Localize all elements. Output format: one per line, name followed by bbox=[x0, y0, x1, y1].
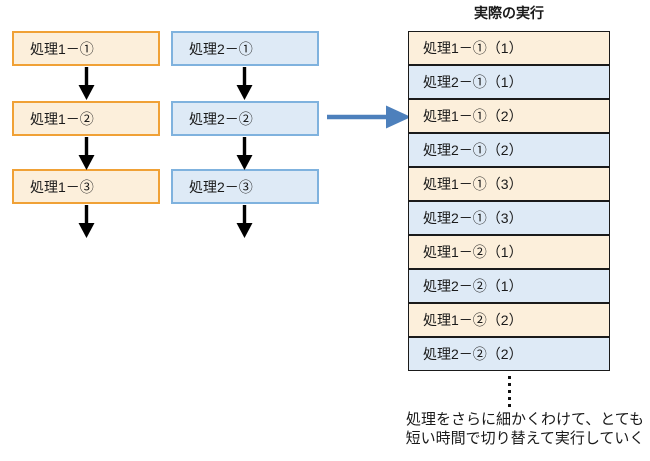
execution-row: 処理2－①（2） bbox=[408, 133, 610, 167]
execution-row: 処理1－①（3） bbox=[408, 167, 610, 201]
execution-row-label: 処理2－①（2） bbox=[423, 142, 523, 158]
execution-row-label: 処理2－②（1） bbox=[423, 278, 523, 294]
down-arrow-icon bbox=[236, 67, 253, 100]
flow-box-label: 処理1－② bbox=[30, 110, 94, 127]
caption-line1: 処理をさらに細かくわけて、とても bbox=[405, 411, 645, 428]
execution-row-label: 処理2－②（2） bbox=[423, 346, 523, 362]
flow-box-process1-step2: 処理1－② bbox=[12, 101, 160, 136]
flow-box-process2-step1: 処理2－① bbox=[171, 31, 319, 66]
right-arrow-icon bbox=[327, 105, 411, 129]
down-arrow-icon bbox=[78, 137, 95, 170]
down-arrow-icon bbox=[236, 205, 253, 238]
execution-row: 処理2－①（1） bbox=[408, 65, 610, 99]
vertical-dots-icon bbox=[508, 376, 511, 407]
down-arrow-icon bbox=[78, 67, 95, 100]
execution-row-label: 処理1－①（3） bbox=[423, 176, 523, 192]
execution-row: 処理1－②（1） bbox=[408, 235, 610, 269]
execution-row: 処理2－②（1） bbox=[408, 269, 610, 303]
panel-title: 実際の実行 bbox=[474, 5, 544, 21]
execution-row-label: 処理1－②（2） bbox=[423, 312, 523, 328]
execution-row-label: 処理1－①（1） bbox=[423, 40, 523, 56]
flow-box-process1-step1: 処理1－① bbox=[12, 31, 160, 66]
execution-row-label: 処理1－②（1） bbox=[423, 244, 523, 260]
caption: 処理をさらに細かくわけて、とても 短い時間で切り替えて実行していく bbox=[400, 410, 650, 448]
execution-row-label: 処理1－①（2） bbox=[423, 108, 523, 124]
execution-row-label: 処理2－①（3） bbox=[423, 210, 523, 226]
flow-box-label: 処理1－③ bbox=[30, 178, 94, 195]
flow-box-process1-step3: 処理1－③ bbox=[12, 169, 160, 204]
execution-row: 処理1－①（1） bbox=[408, 31, 610, 65]
flow-box-label: 処理2－② bbox=[189, 110, 253, 127]
execution-row: 処理2－①（3） bbox=[408, 201, 610, 235]
execution-row-label: 処理2－①（1） bbox=[423, 74, 523, 90]
flow-box-label: 処理1－① bbox=[30, 40, 94, 57]
flow-box-label: 処理2－① bbox=[189, 40, 253, 57]
execution-row: 処理1－①（2） bbox=[408, 99, 610, 133]
execution-row: 処理1－②（2） bbox=[408, 303, 610, 337]
flow-box-process2-step2: 処理2－② bbox=[171, 101, 319, 136]
execution-row: 処理2－②（2） bbox=[408, 337, 610, 371]
caption-line2: 短い時間で切り替えて実行していく bbox=[405, 430, 645, 447]
down-arrow-icon bbox=[78, 205, 95, 238]
down-arrow-icon bbox=[236, 137, 253, 170]
flow-box-label: 処理2－③ bbox=[189, 178, 253, 195]
flow-box-process2-step3: 処理2－③ bbox=[171, 169, 319, 204]
